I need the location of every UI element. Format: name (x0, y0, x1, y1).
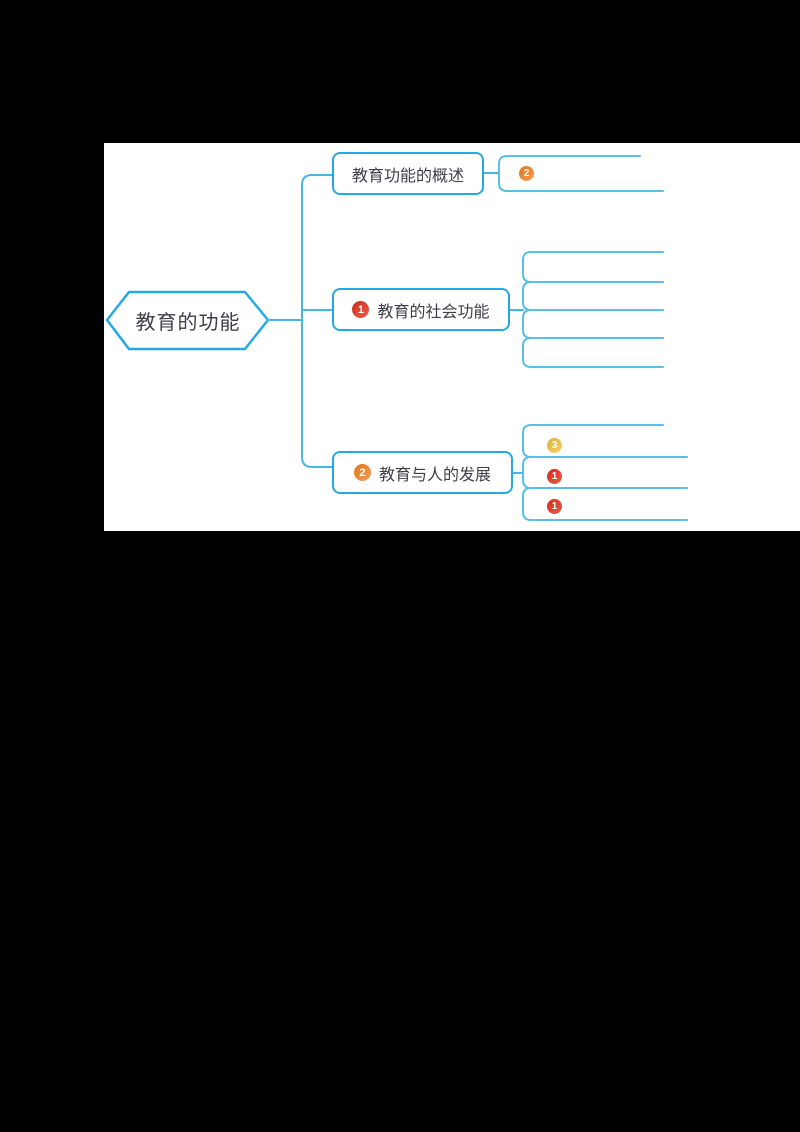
priority-badge: 1 (352, 301, 370, 318)
trunk-connector (301, 174, 333, 468)
child-node-outline[interactable] (522, 424, 664, 458)
child-priority-badge: 2 (519, 166, 534, 181)
mindmap-canvas: 教育的功能 教育功能的概述 1 教育的社会功能 2 教育与人的发展 2 3 1 … (104, 143, 800, 531)
child-priority-badge: 1 (547, 469, 562, 484)
child-priority-badge: 1 (547, 499, 562, 514)
child-node-outline[interactable] (498, 155, 664, 192)
branch-node-human-development[interactable]: 2 教育与人的发展 (332, 451, 513, 494)
branch-node-label: 教育功能的概述 (351, 167, 464, 185)
branch-node-social-functions[interactable]: 1 教育的社会功能 (332, 288, 510, 331)
child-node-outline[interactable] (522, 251, 664, 283)
child-node-outline[interactable] (522, 281, 664, 311)
child-node-outline[interactable] (522, 337, 664, 368)
branch-node-label: 教育的社会功能 (377, 303, 490, 321)
branch-node-overview[interactable]: 教育功能的概述 (332, 152, 484, 195)
child-node-outline[interactable] (522, 309, 664, 339)
branch-node-label: 教育与人的发展 (378, 466, 491, 484)
child-node-outline[interactable] (522, 487, 688, 521)
root-node-label: 教育的功能 (135, 312, 241, 334)
priority-badge: 2 (353, 464, 371, 481)
connector-layer (105, 155, 688, 521)
root-node[interactable]: 教育的功能 (114, 292, 262, 349)
child-priority-badge: 3 (547, 438, 562, 453)
